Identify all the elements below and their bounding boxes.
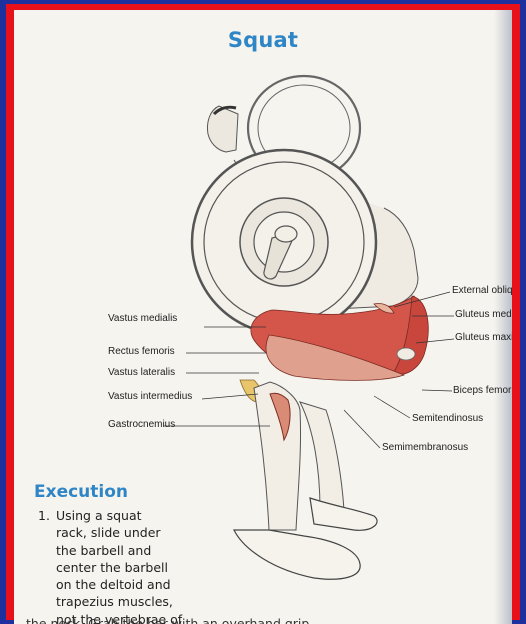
step-line: rack, slide under [38, 524, 238, 541]
label-gastrocnemius: Gastrocnemius [108, 419, 175, 430]
label-external-oblique: External oblique [452, 285, 512, 296]
label-semimembranosus: Semimembranosus [382, 442, 468, 453]
book-page: Squat [14, 10, 512, 624]
label-gluteus-maximus: Gluteus maximu [455, 332, 512, 343]
execution-step: 1. Using a squat rack, slide under the b… [38, 507, 238, 624]
label-vastus-medialis: Vastus medialis [108, 313, 177, 324]
label-biceps-femoris: Biceps femoris [453, 385, 512, 396]
label-gluteus-medius: Gluteus medius [455, 309, 512, 320]
label-rectus-femoris: Rectus femoris [108, 346, 175, 357]
step-number: 1. [38, 507, 50, 524]
step-line: the barbell and [38, 542, 238, 559]
step-line: on the deltoid and [38, 576, 238, 593]
label-semitendinosus: Semitendinosus [412, 413, 483, 424]
step-line: Using a squat [38, 507, 238, 524]
front-plate [192, 150, 376, 334]
label-vastus-lateralis: Vastus lateralis [108, 367, 175, 378]
label-vastus-intermedius: Vastus intermedius [108, 391, 192, 402]
shoes [234, 498, 377, 579]
section-heading: Execution [34, 482, 128, 502]
step-line: center the barbell [38, 559, 238, 576]
head-drawing [207, 106, 238, 152]
cut-off-text: the neck. Grab the bar with an overhand … [26, 616, 496, 624]
step-line: trapezius muscles, [38, 593, 238, 610]
